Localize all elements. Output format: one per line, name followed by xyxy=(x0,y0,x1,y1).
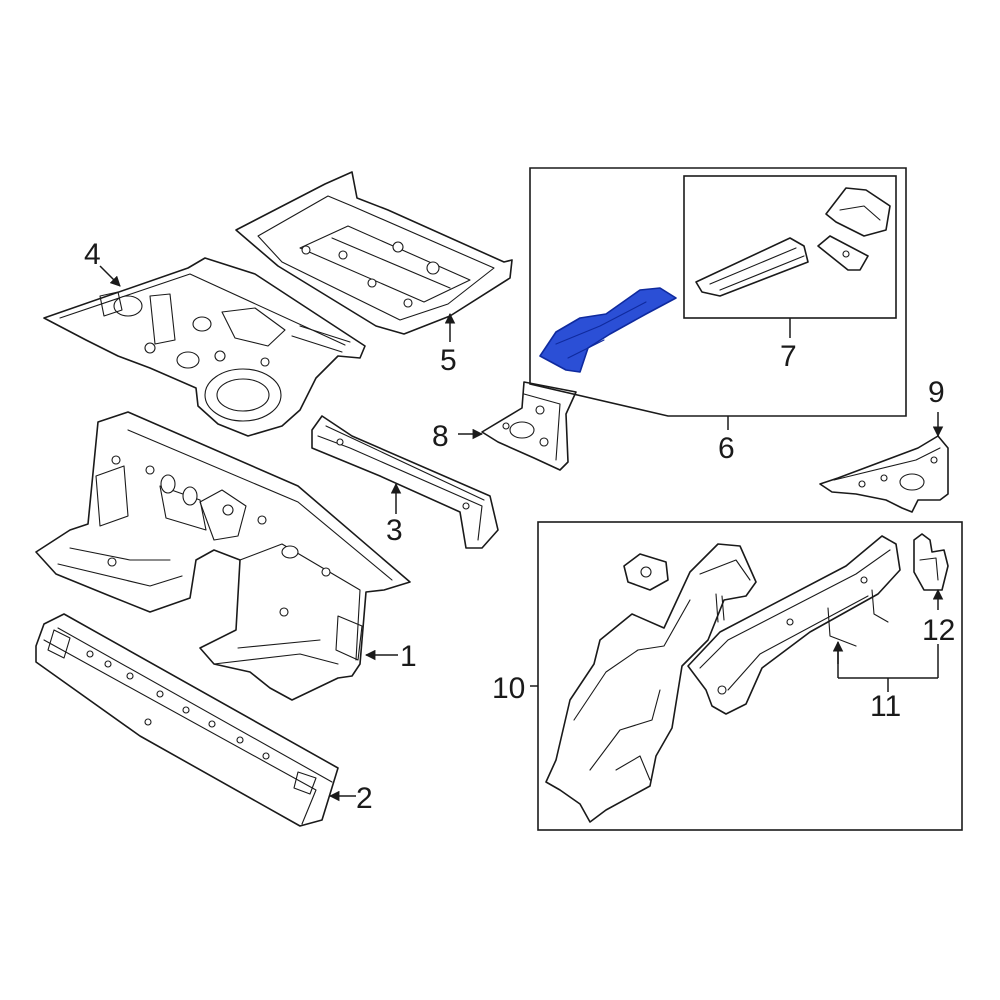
part-7-subparts[interactable] xyxy=(695,187,891,297)
callout-10: 10 xyxy=(492,672,525,705)
callout-12: 12 xyxy=(922,614,955,647)
callout-3: 3 xyxy=(386,514,403,547)
part-1-floor-assembly[interactable] xyxy=(35,411,411,701)
part-4-front-floor-pan[interactable] xyxy=(43,257,366,437)
part-6-highlighted-rail[interactable] xyxy=(539,287,677,373)
callout-1: 1 xyxy=(400,640,417,673)
callout-11: 11 xyxy=(870,690,901,723)
part-10-apron-assembly[interactable] xyxy=(545,543,757,823)
callout-4: 4 xyxy=(84,238,101,271)
leader-lines xyxy=(99,265,944,802)
callout-8: 8 xyxy=(432,420,449,453)
part-10-group-box xyxy=(537,521,963,831)
callout-2: 2 xyxy=(356,782,373,815)
callout-6: 6 xyxy=(718,432,735,465)
part-11-frame-rail[interactable] xyxy=(687,535,901,715)
callout-7: 7 xyxy=(780,340,797,373)
part-3-cross-member[interactable] xyxy=(311,415,499,549)
part-2-rocker-rail[interactable] xyxy=(35,613,339,827)
part-9-bracket[interactable] xyxy=(819,435,949,513)
callout-5: 5 xyxy=(440,344,457,377)
part-12-bracket[interactable] xyxy=(913,533,949,591)
part-8-bracket[interactable] xyxy=(481,381,577,471)
part-5-rear-floor-pan[interactable] xyxy=(235,171,513,335)
part-6-group-box xyxy=(529,167,907,417)
callout-9: 9 xyxy=(928,376,945,409)
